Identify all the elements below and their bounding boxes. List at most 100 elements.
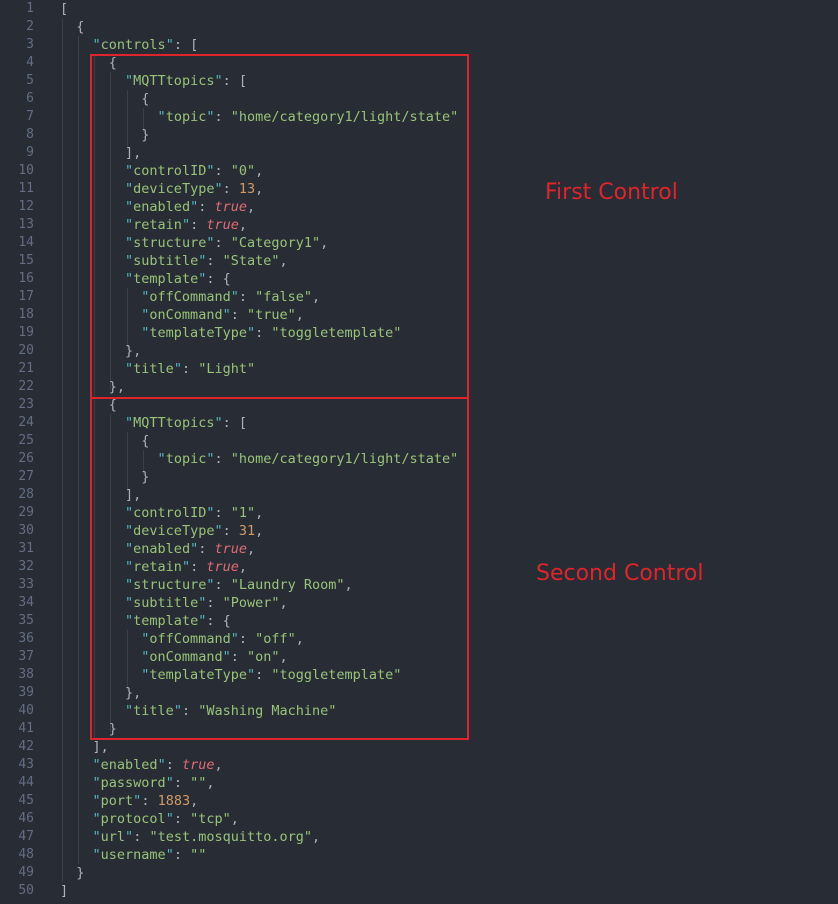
code-token: , [344, 577, 353, 593]
code-token: " [214, 73, 223, 89]
line-number: 3 [26, 37, 34, 52]
code-token: : [255, 325, 272, 341]
code-token: : [222, 181, 239, 197]
code-line: 36 "offCommand": "off", [0, 630, 838, 648]
indent-guide [110, 414, 111, 732]
code-text: "subtitle": "Power", [60, 594, 288, 612]
code-token: } [60, 469, 150, 485]
code-line: 26 "topic": "home/category1/light/state" [0, 450, 838, 468]
code-token: subtitle [133, 595, 199, 611]
line-number: 6 [26, 91, 34, 106]
code-token: "Laundry Room" [230, 577, 345, 593]
code-token: : [173, 775, 191, 791]
code-token: " [222, 307, 231, 323]
code-text: "controlID": "1", [60, 504, 263, 522]
code-text: "deviceType": 13, [60, 180, 263, 198]
code-token: MQTTtopics [133, 73, 215, 89]
code-line: 17 "offCommand": "false", [0, 288, 838, 306]
code-line: 34 "subtitle": "Power", [0, 594, 838, 612]
code-token: , [312, 829, 321, 845]
code-text: "offCommand": "false", [60, 288, 320, 306]
code-line: 21 "title": "Light" [0, 360, 838, 378]
code-token: " [125, 613, 134, 629]
line-number: 11 [18, 181, 34, 196]
line-number: 10 [18, 163, 34, 178]
code-token: 13 [238, 181, 256, 197]
code-token: " [125, 163, 134, 179]
code-line: 48 "username": "" [0, 846, 838, 864]
code-token: " [141, 325, 150, 341]
code-token: 31 [238, 523, 256, 539]
line-number: 27 [18, 469, 34, 484]
code-line: 6 { [0, 90, 838, 108]
code-text: "title": "Light" [60, 360, 255, 378]
code-text: "retain": true, [60, 216, 247, 234]
code-token: title [133, 703, 174, 719]
code-text: "subtitle": "State", [60, 252, 288, 270]
code-token: " [141, 307, 150, 323]
code-token: } [60, 721, 117, 737]
line-number: 28 [18, 487, 34, 502]
code-line: 8 } [0, 126, 838, 144]
line-number: 48 [18, 847, 34, 862]
code-token: " [125, 361, 134, 377]
code-token: "1" [230, 505, 256, 521]
code-token: , [295, 631, 304, 647]
code-text: ], [60, 738, 109, 756]
code-text: "enabled": true, [60, 540, 255, 558]
code-token: , [190, 793, 199, 809]
code-token: " [125, 829, 134, 845]
code-token: controlID [133, 163, 207, 179]
line-number: 44 [18, 775, 34, 790]
code-token: "" [190, 847, 207, 863]
code-token: " [206, 451, 215, 467]
line-number: 4 [26, 55, 34, 70]
line-number: 31 [18, 541, 34, 556]
code-token: retain [133, 217, 182, 233]
code-token: offCommand [149, 289, 231, 305]
code-text: "protocol": "tcp", [60, 810, 239, 828]
code-token: , [312, 289, 321, 305]
second-control-annotation: Second Control [536, 561, 704, 586]
code-token: url [100, 829, 126, 845]
code-token: true [206, 559, 239, 575]
line-number: 32 [18, 559, 34, 574]
code-text: "structure": "Laundry Room", [60, 576, 353, 594]
code-token: " [214, 181, 223, 197]
code-token: ], [60, 739, 109, 755]
code-token: " [92, 847, 101, 863]
code-token: deviceType [133, 523, 215, 539]
code-token [60, 37, 93, 53]
code-line: 31 "enabled": true, [0, 540, 838, 558]
code-token: "toggletemplate" [271, 325, 402, 341]
line-number: 5 [26, 73, 34, 88]
code-text: "enabled": true, [60, 756, 223, 774]
code-token: , [320, 235, 329, 251]
code-token: [ [60, 1, 69, 17]
code-text: } [60, 720, 117, 738]
indent-guide [143, 450, 144, 474]
code-text: "topic": "home/category1/light/state" [60, 450, 459, 468]
indent-guide [127, 630, 128, 690]
code-text: { [60, 432, 149, 450]
code-token: , [230, 811, 239, 827]
code-token: , [279, 649, 288, 665]
code-token: " [141, 631, 150, 647]
line-number: 45 [18, 793, 34, 808]
code-token: , [238, 559, 248, 575]
code-token: " [125, 73, 134, 89]
code-token: " [125, 181, 134, 197]
code-text: "title": "Washing Machine" [60, 702, 336, 720]
code-token: title [133, 361, 174, 377]
code-token: "Washing Machine" [198, 703, 337, 719]
code-line: 5 "MQTTtopics": [ [0, 72, 838, 90]
code-text: "url": "test.mosquitto.org", [60, 828, 321, 846]
code-token: retain [133, 559, 182, 575]
code-token: true [214, 541, 247, 557]
line-number: 15 [18, 253, 34, 268]
code-token: , [238, 217, 248, 233]
code-token: templateType [149, 325, 247, 341]
code-token [60, 811, 93, 827]
code-token: " [157, 109, 166, 125]
